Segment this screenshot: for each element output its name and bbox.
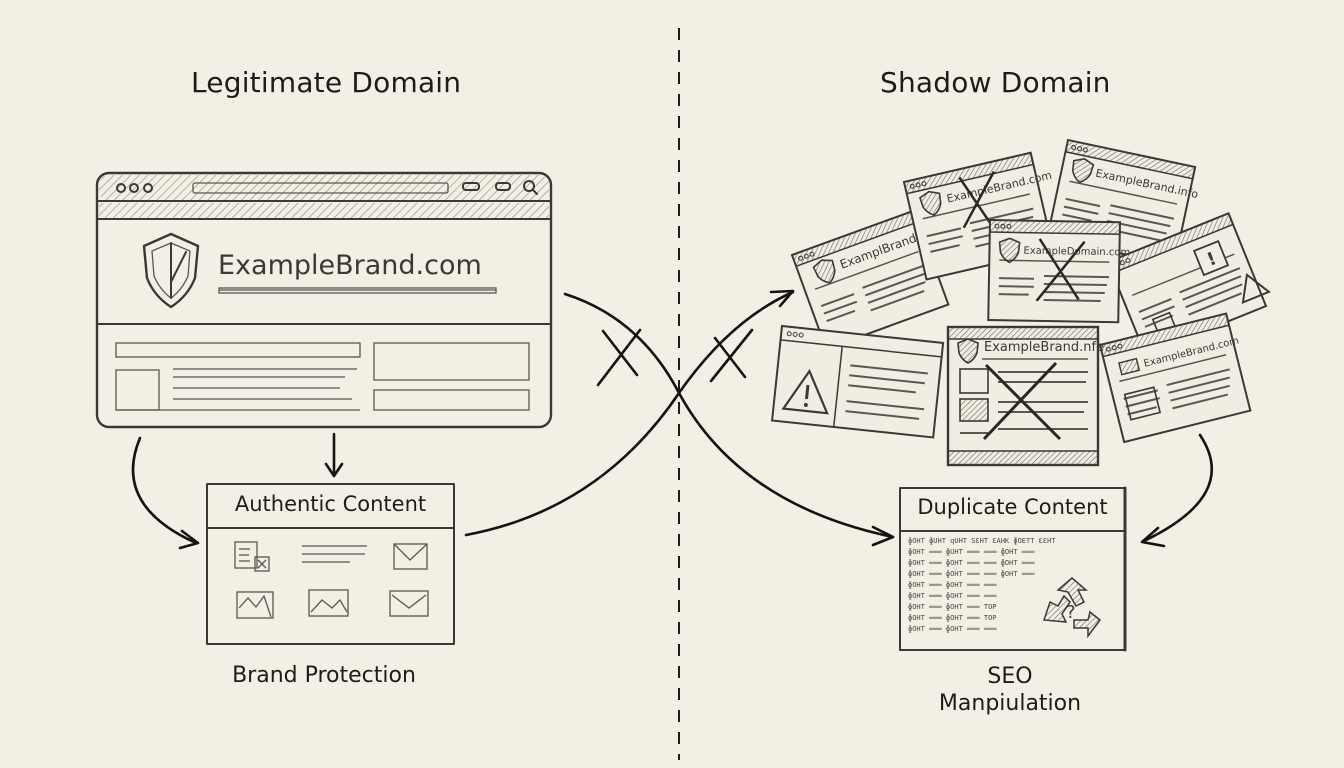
mail-icon (389, 590, 429, 617)
duplicate-content-box: ɸOHT ɸUHT qUHT SƐHT ƐAHK ɸOETT ƐƐHT ɸOHT… (899, 486, 1127, 652)
address-bar (192, 182, 449, 194)
authentic-content-box (206, 483, 455, 645)
legit-browser-window (95, 171, 553, 429)
svg-text:ɸOHT ═══ ɸOHT ═══ ═══: ɸOHT ═══ ɸOHT ═══ ═══ (908, 625, 997, 633)
blocked-x-icon (709, 328, 754, 383)
curved-arrow-icon (131, 436, 198, 545)
legit-domain-text: ExampleBrand.com (218, 250, 482, 281)
svg-text:?: ? (1066, 602, 1076, 623)
svg-text:ɸOHT ═══ ɸOHT ═══ TOP: ɸOHT ═══ ɸOHT ═══ TOP (908, 603, 997, 611)
svg-text:ɸOHT ═══ ɸOHT ═══ ═══ ɸOHT ═══: ɸOHT ═══ ɸOHT ═══ ═══ ɸOHT ═══ (908, 559, 1035, 567)
svg-text:ɸOHT ═══ ɸOHT ═══ TOP: ɸOHT ═══ ɸOHT ═══ TOP (908, 614, 997, 622)
curved-arrow-icon (1142, 433, 1214, 543)
clone-window: ExampleBrand.com (1099, 312, 1252, 444)
svg-text:ɸOHT ═══ ɸUHT ═══ ═══ ɸOHT ═══: ɸOHT ═══ ɸUHT ═══ ═══ ɸOHT ═══ (908, 548, 1035, 556)
clone-window: ExampleDomain.com (987, 219, 1130, 324)
svg-text:ɸOHT ═══ ɸOHT ═══ ═══: ɸOHT ═══ ɸOHT ═══ ═══ (908, 581, 997, 589)
search-icon (523, 180, 535, 192)
authentic-content-title: Authentic Content (234, 492, 427, 516)
cross-arrow-to-shadow (464, 290, 795, 537)
cross-arrow-to-duplicate (563, 292, 895, 539)
image-icon (308, 589, 349, 617)
svg-text:ɸOHT ɸUHT qUHT SƐHT ƐAHK ɸOETT: ɸOHT ɸUHT qUHT SƐHT ƐAHK ɸOETT ƐƐHT (908, 537, 1056, 545)
window-dot-icon (116, 183, 126, 193)
clone-window: ExampleBrand.com (903, 151, 1055, 281)
svg-text:ExampleBrand.nfe: ExampleBrand.nfe (984, 340, 1104, 355)
brand-protection-caption: Brand Protection (232, 663, 416, 688)
clone-window: ExamplBrand (791, 209, 950, 350)
document-icon (234, 541, 270, 572)
clone-window-front: ExampleBrand.nfe (946, 325, 1104, 467)
shadow-domain-title: Shadow Domain (880, 66, 1111, 99)
clone-window: ExampleBrand.info (1046, 139, 1200, 266)
caption-line: SEO (987, 664, 1033, 689)
legitimate-domain-title: Legitimate Domain (191, 66, 462, 99)
crossed-out-icon (982, 361, 1062, 441)
text-lines-icon (302, 545, 367, 563)
warning-icon (1241, 273, 1271, 304)
clone-window-warning (770, 324, 945, 439)
svg-text:ɸOHT ═══ ɸOHT ═══ ═══: ɸOHT ═══ ɸOHT ═══ ═══ (908, 592, 997, 600)
blocked-x-icon (596, 328, 642, 387)
svg-text:ɸOHT ═══ ɸOHT ═══ ═══ ɸOHT ═══: ɸOHT ═══ ɸOHT ═══ ═══ ɸOHT ═══ (908, 570, 1035, 578)
mail-icon (393, 543, 428, 570)
duplicate-content-title: Duplicate Content (917, 495, 1108, 519)
seo-manipulation-caption: SEO Manpiulation (900, 663, 1120, 717)
shield-icon (142, 232, 200, 309)
caption-line: Manpiulation (938, 691, 1082, 716)
recycle-question-icon: ? (1042, 577, 1102, 639)
image-icon (236, 591, 274, 619)
warning-icon (781, 368, 829, 415)
